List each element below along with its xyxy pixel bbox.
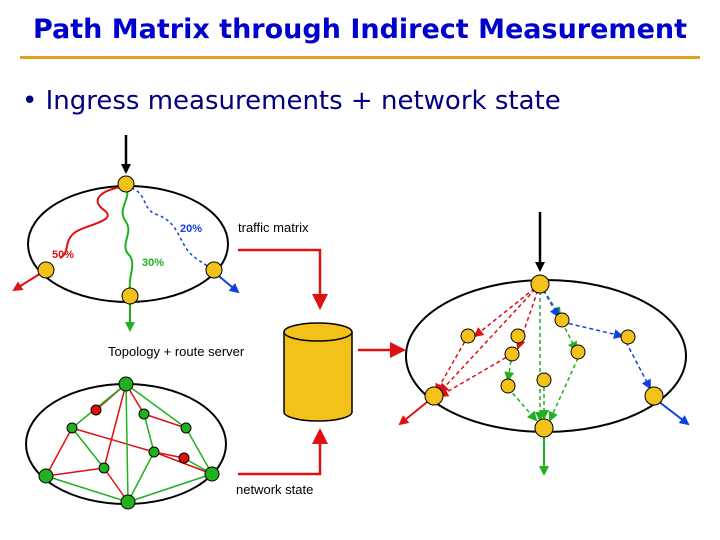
router-node xyxy=(570,344,586,360)
egress-node-bottom xyxy=(534,418,554,438)
egress-node-right xyxy=(205,261,223,279)
bullet-text: • Ingress measurements + network state xyxy=(22,86,561,116)
path-matrix-network xyxy=(398,212,690,476)
router-node xyxy=(554,312,570,328)
topo-node xyxy=(204,466,220,482)
topology-label: Topology + route server xyxy=(108,344,245,359)
topo-node xyxy=(38,468,54,484)
topo-node xyxy=(118,376,134,392)
pct-50-label: 50% xyxy=(52,249,74,261)
traffic-matrix-label: traffic matrix xyxy=(238,220,309,235)
pct-30-label: 30% xyxy=(142,257,164,269)
network-state-label: network state xyxy=(236,482,313,497)
traffic-matrix-arrow xyxy=(238,248,328,310)
router-node xyxy=(460,328,476,344)
ingress-node xyxy=(117,175,135,193)
network-ellipse xyxy=(27,185,229,303)
route-server-database xyxy=(283,322,353,422)
ingress-measurement-network: 50% 30% 20% xyxy=(12,135,240,332)
title-divider xyxy=(20,56,700,59)
topology-network xyxy=(25,376,227,510)
topo-node xyxy=(120,494,136,510)
topo-node xyxy=(148,446,160,458)
topo-node xyxy=(180,422,192,434)
router-node xyxy=(500,378,516,394)
red-path xyxy=(59,185,127,259)
egress-node-bottom xyxy=(121,287,139,305)
network-ellipse xyxy=(405,279,687,433)
egress-node-left xyxy=(37,261,55,279)
slide-title: Path Matrix through Indirect Measurement xyxy=(32,14,688,45)
egress-node-left xyxy=(424,386,444,406)
router-node xyxy=(504,346,520,362)
egress-node-right xyxy=(644,386,664,406)
egress-arrow-red xyxy=(398,397,433,426)
topo-node xyxy=(90,404,102,416)
green-path xyxy=(121,185,134,291)
topo-node xyxy=(98,462,110,474)
topo-node xyxy=(138,408,150,420)
ingress-node xyxy=(530,274,550,294)
router-node xyxy=(510,328,526,344)
pct-20-label: 20% xyxy=(180,223,202,235)
topo-node xyxy=(66,422,78,434)
router-node xyxy=(536,372,552,388)
network-state-arrow xyxy=(238,428,328,476)
router-node xyxy=(620,329,636,345)
topo-node xyxy=(178,452,190,464)
